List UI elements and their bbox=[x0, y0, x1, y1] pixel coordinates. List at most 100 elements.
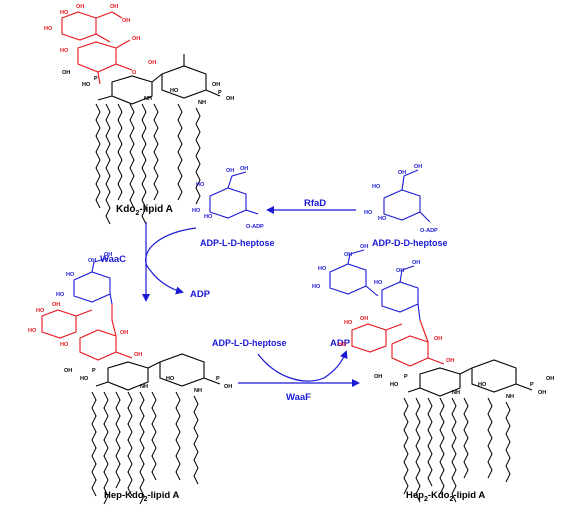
svg-text:HO: HO bbox=[196, 182, 205, 188]
acyl-chains bbox=[91, 391, 199, 505]
svg-text:P: P bbox=[92, 368, 96, 374]
svg-text:P: P bbox=[218, 90, 222, 96]
svg-text:HO: HO bbox=[66, 272, 75, 278]
svg-text:HO: HO bbox=[36, 308, 45, 314]
svg-text:HO: HO bbox=[60, 10, 69, 16]
waaf-curved-arrow bbox=[257, 350, 348, 382]
lipid-a-backbone: OH HO P NH HO NH P OH bbox=[64, 353, 232, 394]
svg-text:OH: OH bbox=[374, 374, 382, 380]
svg-text:OH: OH bbox=[398, 170, 406, 176]
adp-d-d-heptose-label: ADP-D-D-heptose bbox=[372, 238, 448, 248]
svg-text:OH: OH bbox=[434, 336, 442, 342]
svg-text:P: P bbox=[94, 76, 98, 82]
heptose-unit-inner: HO OH OH bbox=[374, 260, 421, 321]
svg-text:HO: HO bbox=[344, 320, 353, 326]
svg-text:OH: OH bbox=[120, 330, 128, 336]
heptose-unit: HO OH OH HO bbox=[56, 252, 113, 305]
svg-text:HO: HO bbox=[44, 26, 53, 32]
svg-text:HO: HO bbox=[56, 292, 65, 298]
svg-text:HO: HO bbox=[166, 376, 175, 382]
lipid-a-backbone: OH HO P NH HO NH P OH OH bbox=[374, 359, 554, 400]
svg-text:HO: HO bbox=[82, 82, 91, 88]
svg-text:HO: HO bbox=[318, 266, 327, 272]
adp-d-d-heptose-structure: HO OH OH HO HO O-ADP bbox=[364, 164, 438, 234]
waaf-enzyme-label: WaaF bbox=[286, 392, 311, 403]
svg-text:HO: HO bbox=[204, 214, 213, 220]
svg-text:OH: OH bbox=[110, 4, 118, 10]
svg-text:HO: HO bbox=[60, 342, 69, 348]
svg-text:NH: NH bbox=[144, 96, 152, 102]
svg-text:HO: HO bbox=[192, 208, 201, 214]
svg-text:P: P bbox=[216, 376, 220, 382]
svg-text:OH: OH bbox=[412, 260, 420, 266]
adp-l-d-heptose-structure: HO OH OH HO HO O-ADP bbox=[192, 166, 264, 230]
svg-text:HO: HO bbox=[478, 382, 487, 388]
svg-text:NH: NH bbox=[198, 100, 206, 106]
adp-product-2: ADP bbox=[330, 338, 351, 349]
svg-text:HO: HO bbox=[364, 210, 373, 216]
svg-text:OH: OH bbox=[224, 384, 232, 390]
kdo-unit-lower: HO OH OH O bbox=[60, 36, 156, 85]
hep-kdo2-lipid-a-structure: HO OH OH HO HO OH HO OH OH HO OH HO P NH… bbox=[28, 252, 232, 505]
hep-kdo2-lipid-a-label: Hep-Kdo2-lipid A bbox=[104, 490, 179, 503]
adp-product-1: ADP bbox=[190, 289, 211, 300]
svg-text:OH: OH bbox=[240, 166, 248, 172]
heptose-unit-outer: HO OH OH HO bbox=[312, 244, 379, 297]
svg-text:HO: HO bbox=[390, 382, 399, 388]
kdo2-lipid-a-structure: HO OH OH HO OH HO OH OH O OH HO P NH HO … bbox=[44, 4, 234, 225]
svg-text:HO: HO bbox=[170, 88, 179, 94]
lipid-a-backbone: OH HO P NH HO NH P OH OH bbox=[62, 54, 234, 106]
kdo-unit-upper: HO OH OH HO OH bbox=[44, 4, 130, 43]
svg-text:HO: HO bbox=[378, 216, 387, 222]
svg-text:OH: OH bbox=[212, 82, 220, 88]
svg-text:OH: OH bbox=[104, 252, 112, 258]
svg-text:O-ADP: O-ADP bbox=[420, 228, 438, 234]
svg-text:OH: OH bbox=[446, 358, 454, 364]
svg-text:OH: OH bbox=[52, 302, 60, 308]
svg-text:OH: OH bbox=[360, 316, 368, 322]
svg-text:OH: OH bbox=[396, 268, 404, 274]
waac-enzyme-label: WaaC bbox=[100, 254, 126, 265]
svg-text:NH: NH bbox=[140, 384, 148, 390]
svg-text:OH: OH bbox=[64, 368, 72, 374]
svg-text:OH: OH bbox=[148, 60, 156, 66]
svg-text:HO: HO bbox=[80, 376, 89, 382]
kdo2-lipid-a-label: Kdo2-lipid A bbox=[116, 204, 173, 217]
svg-text:OH: OH bbox=[88, 258, 96, 264]
svg-text:OH: OH bbox=[538, 390, 546, 396]
svg-text:OH: OH bbox=[546, 376, 554, 382]
svg-text:P: P bbox=[404, 374, 408, 380]
svg-text:NH: NH bbox=[194, 388, 202, 394]
svg-text:OH: OH bbox=[62, 70, 70, 76]
svg-text:O-ADP: O-ADP bbox=[246, 224, 264, 230]
adp-l-d-heptose-label-2: ADP-L-D-heptose bbox=[212, 338, 287, 348]
svg-text:HO: HO bbox=[374, 280, 383, 286]
hep2-kdo2-lipid-a-label: Hep2-Kdo2-lipid A bbox=[406, 490, 485, 503]
svg-text:OH: OH bbox=[360, 244, 368, 250]
svg-text:OH: OH bbox=[226, 168, 234, 174]
svg-text:HO: HO bbox=[28, 328, 37, 334]
svg-text:O: O bbox=[132, 70, 137, 76]
svg-text:OH: OH bbox=[226, 96, 234, 102]
svg-text:OH: OH bbox=[344, 252, 352, 258]
svg-text:NH: NH bbox=[452, 390, 460, 396]
svg-text:OH: OH bbox=[76, 4, 84, 10]
svg-text:NH: NH bbox=[506, 394, 514, 400]
kdo-units: HO OH HO OH OH bbox=[338, 316, 454, 367]
svg-text:P: P bbox=[530, 382, 534, 388]
svg-text:OH: OH bbox=[132, 36, 140, 42]
svg-text:HO: HO bbox=[312, 284, 321, 290]
svg-text:HO: HO bbox=[372, 184, 381, 190]
kdo-units: HO OH HO OH OH HO bbox=[28, 302, 142, 361]
adp-l-d-heptose-label: ADP-L-D-heptose bbox=[200, 238, 275, 248]
svg-text:HO: HO bbox=[338, 342, 347, 348]
hep2-kdo2-lipid-a-structure: HO OH OH HO HO OH OH HO OH HO OH OH OH bbox=[312, 244, 554, 503]
waac-curved-arrow bbox=[145, 227, 197, 295]
svg-text:OH: OH bbox=[122, 18, 130, 24]
svg-text:OH: OH bbox=[134, 352, 142, 358]
svg-text:OH: OH bbox=[414, 164, 422, 170]
acyl-chains bbox=[403, 397, 511, 503]
svg-text:HO: HO bbox=[60, 48, 69, 54]
rfad-enzyme-label: RfaD bbox=[304, 198, 326, 209]
